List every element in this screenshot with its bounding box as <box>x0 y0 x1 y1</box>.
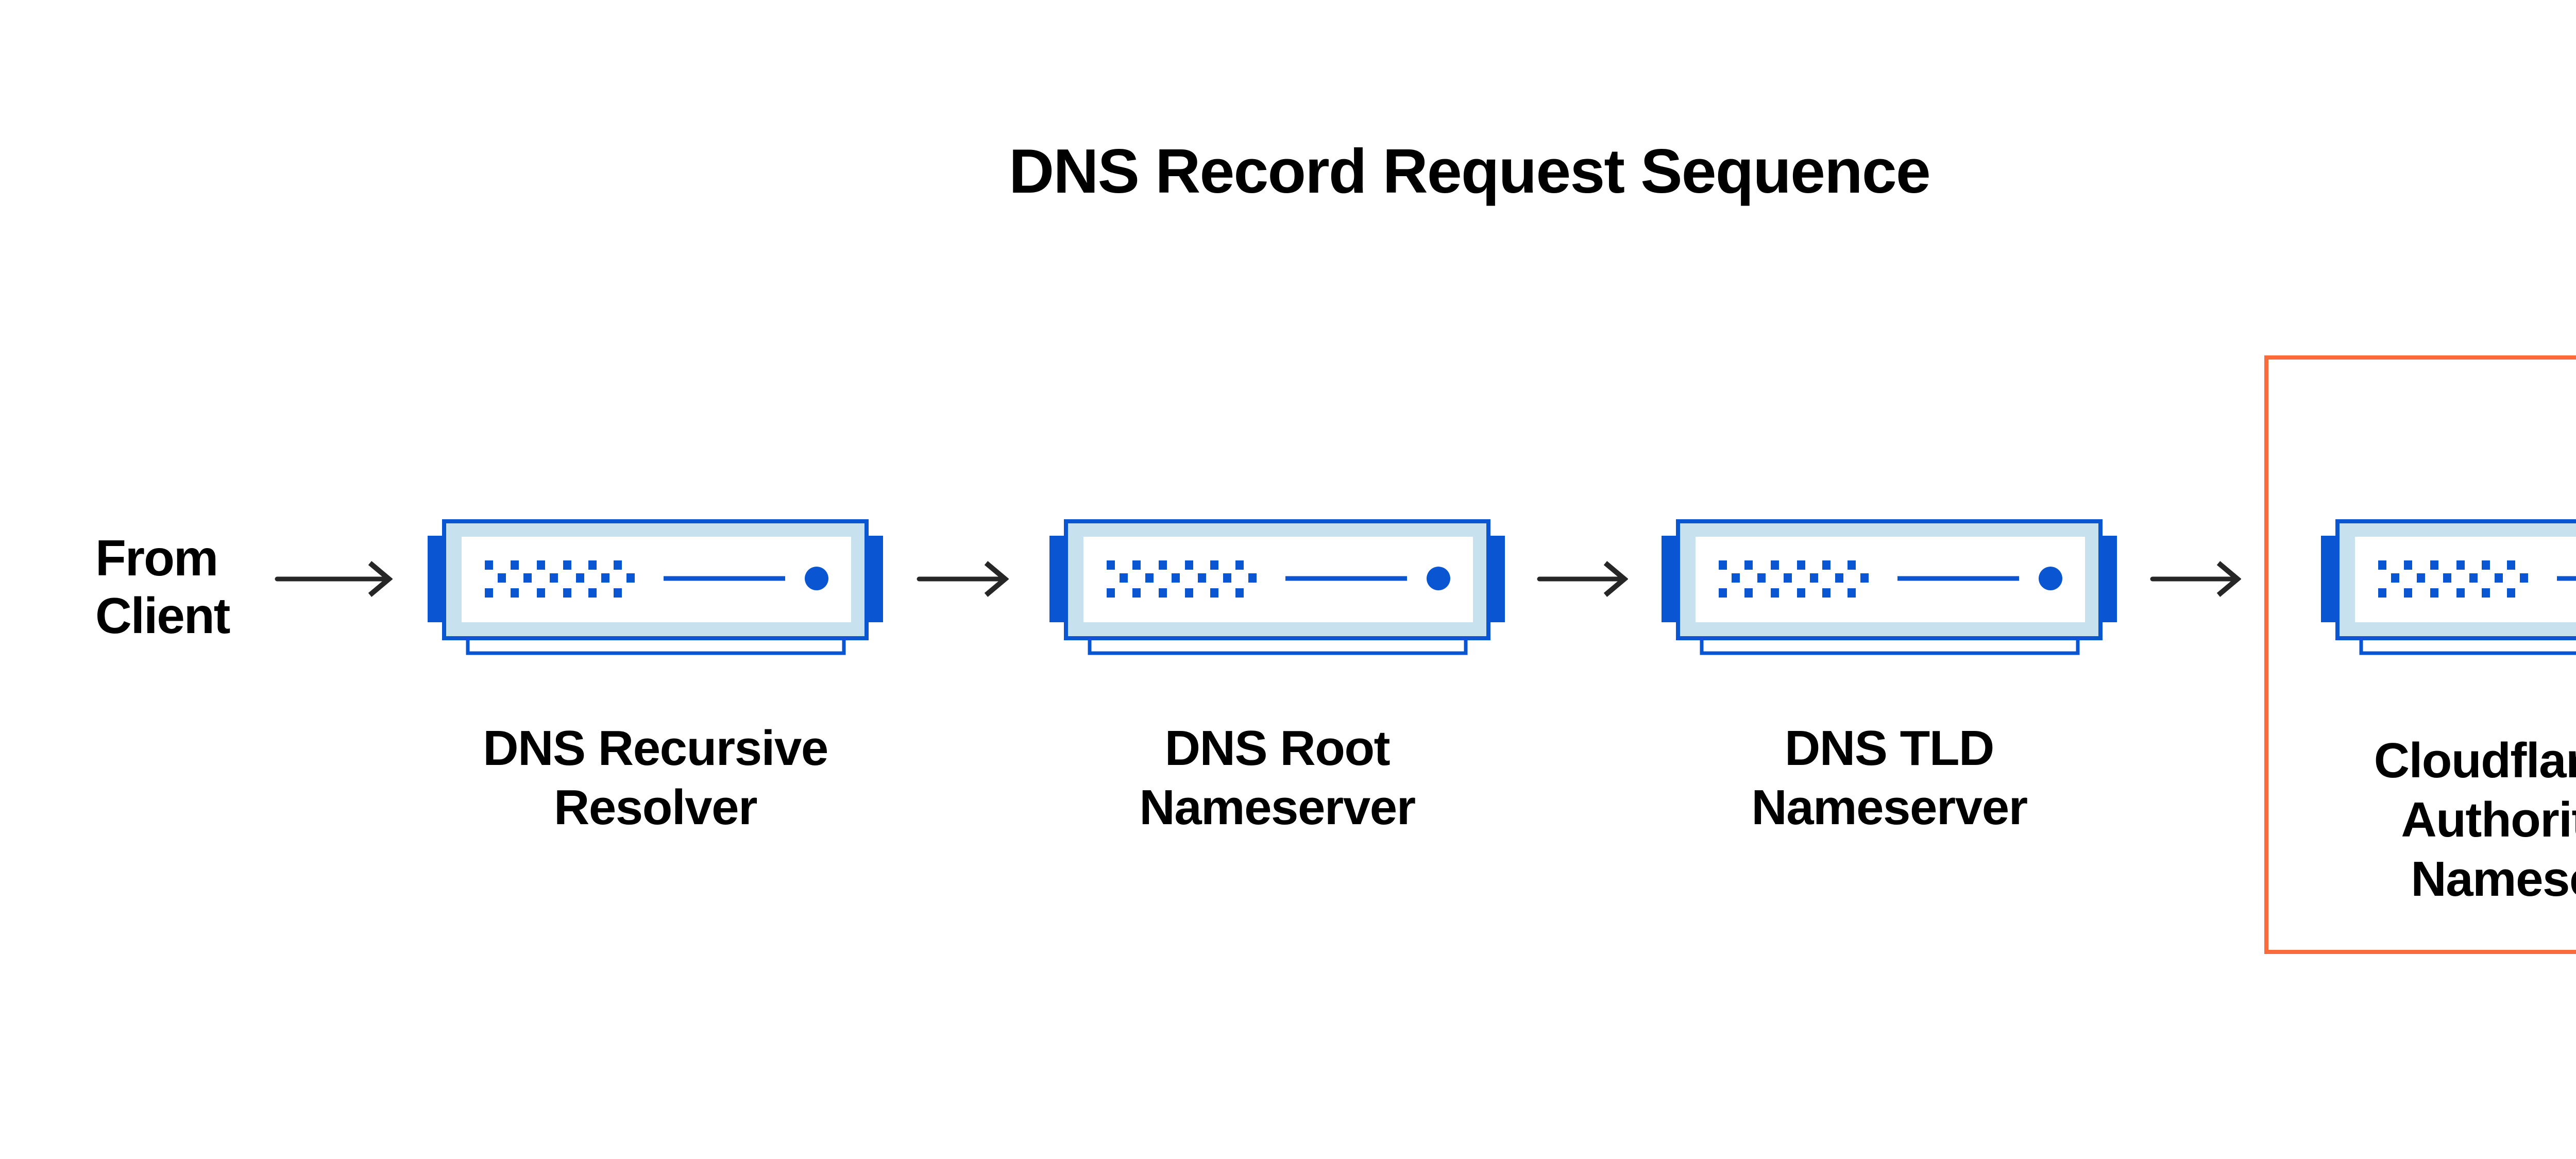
node-label-recursive-resolver: DNS Recursive Resolver <box>483 721 828 836</box>
highlight-box <box>2264 355 2576 954</box>
server-icon <box>428 519 883 655</box>
server-icon <box>1662 519 2117 655</box>
arrow-right-icon <box>917 561 1009 597</box>
diagram-title: DNS Record Request Sequence <box>1009 136 1931 206</box>
arrow-right-icon <box>1537 561 1628 597</box>
server-icon <box>2321 519 2576 655</box>
arrow-right-icon <box>2150 561 2241 597</box>
arrow-right-icon <box>275 561 393 597</box>
node-label-authoritative-nameserver: Cloudflare.com Authoritative Nameserver <box>2374 733 2576 907</box>
server-icon <box>1049 519 1505 655</box>
node-label-root-nameserver: DNS Root Nameserver <box>1139 721 1416 836</box>
node-label-tld-nameserver: DNS TLD Nameserver <box>1751 721 2028 836</box>
from-client-label: From Client <box>95 530 230 644</box>
